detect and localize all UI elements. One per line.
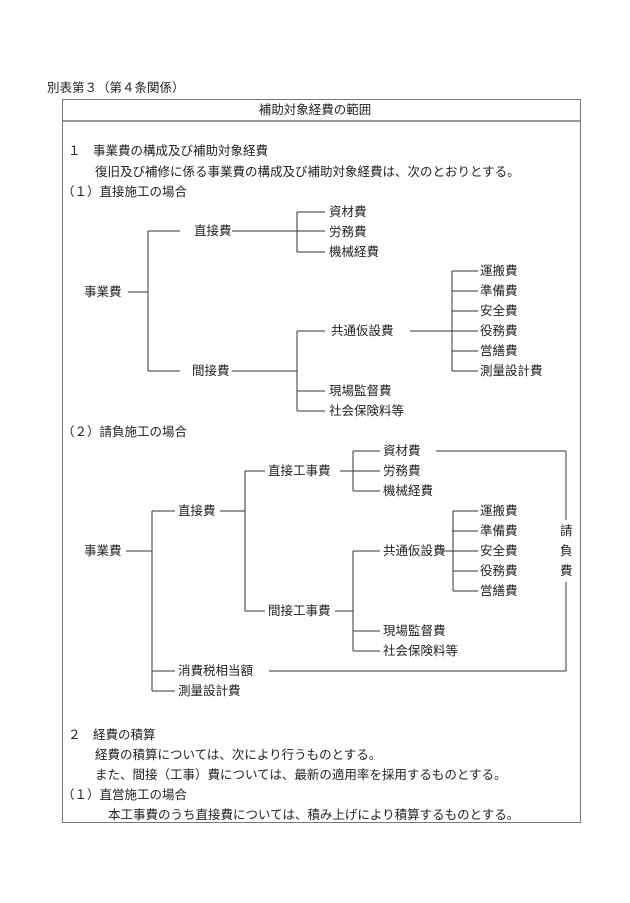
section2-heading: ２ 経費の積算 xyxy=(68,727,156,742)
tree2-root: 事業費 xyxy=(84,543,122,558)
section2-case1-text: 本工事費のうち直接費については、積み上げにより積算するものとする。 xyxy=(108,807,520,822)
tree1-leaf: 役務費 xyxy=(480,323,518,338)
tree1-indirect: 間接費 xyxy=(192,363,230,378)
section2-case1-heading: （１）直営施工の場合 xyxy=(62,787,188,802)
tree2-survey: 測量設計費 xyxy=(178,683,241,698)
tree1-leaf: 測量設計費 xyxy=(480,363,543,378)
contract-label: 負 xyxy=(560,543,573,558)
tree1-leaf: 現場監督費 xyxy=(329,383,392,398)
tree2-direct-work: 直接工事費 xyxy=(268,463,331,478)
tree1-direct: 直接費 xyxy=(194,223,232,238)
tree2-leaf: 資材費 xyxy=(383,443,421,458)
tree1-leaf: 運搬費 xyxy=(480,263,518,278)
tree1-leaf: 準備費 xyxy=(480,283,518,298)
section2-text: また、間接（工事）費については、最新の適用率を採用するものとする。 xyxy=(95,767,507,782)
tree2-leaf: 現場監督費 xyxy=(383,623,446,638)
section1-text: 復旧及び補修に係る事業費の構成及び補助対象経費は、次のとおりとする。 xyxy=(95,164,520,179)
tree2-common: 共通仮設費 xyxy=(383,543,446,558)
tree1-leaf: 資材費 xyxy=(329,204,367,219)
tree1-root: 事業費 xyxy=(84,284,122,299)
tree2-tax: 消費税相当額 xyxy=(178,663,254,678)
section1-heading: １ 事業費の構成及び補助対象経費 xyxy=(68,143,269,158)
tree1-leaf: 安全費 xyxy=(480,303,518,318)
tree2-leaf: 運搬費 xyxy=(480,503,518,518)
tree2-leaf: 社会保険料等 xyxy=(383,643,459,658)
tree1-leaf: 労務費 xyxy=(329,224,367,239)
document-header: 別表第３（第４条関係） xyxy=(47,80,185,95)
tree1-common: 共通仮設費 xyxy=(331,323,394,338)
tree1-leaf: 機械経費 xyxy=(329,244,380,259)
content-frame xyxy=(62,99,581,823)
tree2-leaf: 役務費 xyxy=(480,563,518,578)
tree2-indirect-work: 間接工事費 xyxy=(268,603,331,618)
contract-label: 費 xyxy=(560,563,573,578)
contract-label: 請 xyxy=(560,523,573,538)
tree2-leaf: 機械経費 xyxy=(383,483,434,498)
tree2-leaf: 営繕費 xyxy=(480,583,518,598)
frame-title: 補助対象経費の範囲 xyxy=(258,102,372,117)
tree2-direct: 直接費 xyxy=(178,503,216,518)
tree1-leaf: 社会保険料等 xyxy=(329,403,405,418)
tree2-leaf: 準備費 xyxy=(480,523,518,538)
tree1-leaf: 営繕費 xyxy=(480,343,518,358)
tree2-leaf: 労務費 xyxy=(383,463,421,478)
case1-heading: （１）直接施工の場合 xyxy=(62,184,188,199)
tree2-leaf: 安全費 xyxy=(480,543,518,558)
case2-heading: （２）請負施工の場合 xyxy=(62,424,188,439)
section2-text: 経費の積算については、次により行うものとする。 xyxy=(95,747,382,762)
